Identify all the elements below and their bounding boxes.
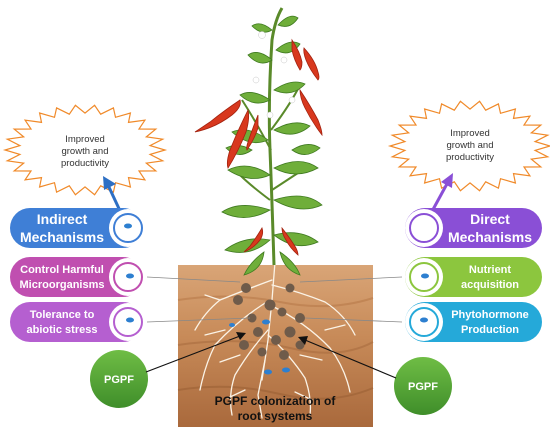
soil-caption-line-1: PGPF colonization of <box>215 394 337 408</box>
root-system <box>194 261 356 419</box>
pgpf-left-label: PGPF <box>104 374 134 386</box>
right-mechanisms: Improved growth and productivity Direct … <box>298 100 550 415</box>
control-line-2: Microorganisms <box>20 279 105 291</box>
tolerance-line-1: Tolerance to <box>30 309 95 321</box>
direct-line-1: Direct <box>470 211 510 227</box>
soil-caption: PGPF colonization of root systems <box>215 394 337 423</box>
left-burst-line-1: Improved <box>65 134 105 145</box>
control-line-1: Control Harmful <box>20 264 104 276</box>
right-burst-line-1: Improved <box>450 128 490 139</box>
tolerance-pill: Tolerance to abiotic stress <box>10 302 147 342</box>
right-burst: Improved growth and productivity <box>387 100 550 192</box>
phytohormone-pill: Phytohormone Production <box>405 302 542 342</box>
pgpf-left-arrow <box>145 335 241 373</box>
right-burst-line-2: growth and <box>446 140 493 151</box>
left-burst-line-2: growth and <box>61 146 108 157</box>
left-burst: Improved growth and productivity <box>2 104 168 196</box>
indirect-mechanisms-pill: Indirect Mechanisms <box>10 208 147 248</box>
control-harmful-pill: Control Harmful Microorganisms <box>10 257 147 297</box>
left-connector-2 <box>146 317 251 323</box>
left-burst-line-3: productivity <box>61 158 109 169</box>
right-burst-line-3: productivity <box>446 152 494 163</box>
pgpf-right: PGPF <box>394 357 452 415</box>
direct-line-2: Mechanisms <box>448 229 532 245</box>
blue-cell-dots <box>229 319 290 375</box>
soil-caption-line-2: root systems <box>238 409 313 423</box>
left-mechanisms: Improved growth and productivity Indirec… <box>2 104 251 408</box>
direct-mechanisms-pill: Direct Mechanisms <box>405 208 542 248</box>
tolerance-line-2: abiotic stress <box>27 324 98 336</box>
phyto-line-2: Production <box>461 324 519 336</box>
soil-block <box>177 265 374 427</box>
nutrient-line-1: Nutrient <box>469 264 512 276</box>
pgpf-right-arrow <box>304 339 397 379</box>
indirect-line-2: Mechanisms <box>20 229 104 245</box>
phyto-line-1: Phytohormone <box>451 309 529 321</box>
right-connector-2 <box>304 317 403 323</box>
right-connector-1 <box>299 276 403 283</box>
pgpf-left: PGPF <box>90 350 148 408</box>
root-colonization-dots <box>233 283 305 360</box>
pgpf-right-label: PGPF <box>408 381 438 393</box>
pepper-plant <box>194 7 323 276</box>
left-connector-1 <box>146 276 241 283</box>
indirect-line-1: Indirect <box>37 211 88 227</box>
nutrient-line-2: acquisition <box>461 279 519 291</box>
nutrient-pill: Nutrient acquisition <box>405 257 542 297</box>
